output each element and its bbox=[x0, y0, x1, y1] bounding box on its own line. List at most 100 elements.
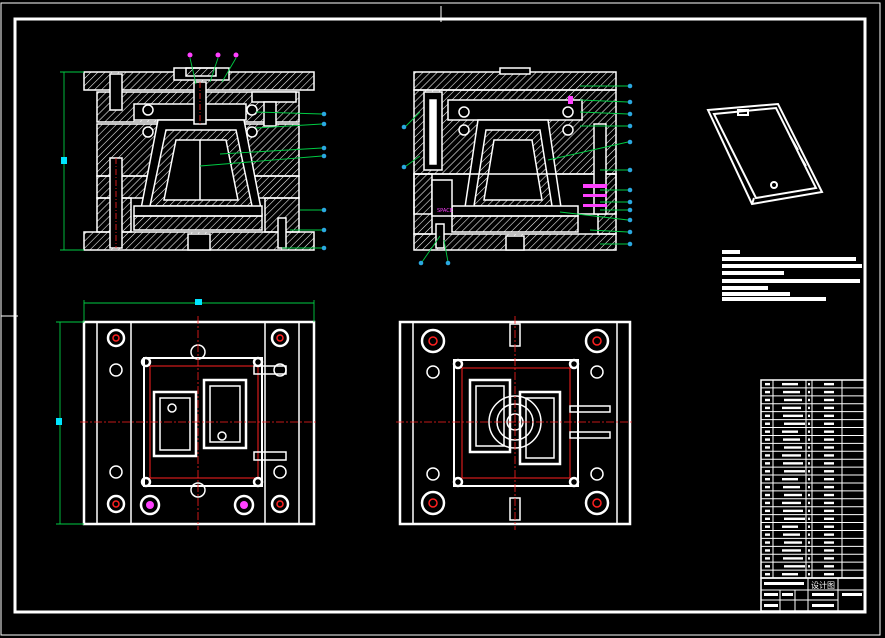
parts-list-cell bbox=[808, 549, 810, 552]
parts-list-cell bbox=[765, 446, 770, 449]
plan-left-centerlines bbox=[80, 316, 318, 530]
dim-marker bbox=[56, 418, 62, 425]
parts-list-cell bbox=[824, 382, 834, 386]
front-section-view bbox=[83, 67, 315, 251]
parts-list-cell bbox=[765, 549, 770, 552]
parts-list-cell bbox=[824, 438, 834, 441]
parts-list-cell bbox=[765, 525, 770, 528]
parts-list-cell bbox=[765, 422, 770, 425]
parts-list-cell bbox=[808, 478, 810, 481]
parts-list-cell bbox=[782, 454, 801, 457]
parts-list-cell bbox=[824, 573, 834, 576]
parts-list-cell bbox=[782, 525, 798, 528]
parts-list-cell bbox=[765, 470, 770, 473]
parts-list-cell bbox=[784, 470, 805, 473]
parts-list-cell bbox=[808, 525, 810, 528]
parts-list-cell bbox=[824, 478, 834, 481]
parts-list-cell bbox=[824, 533, 834, 536]
parts-list-cell bbox=[808, 438, 810, 441]
parts-list-cell bbox=[765, 501, 770, 505]
parts-list-cell bbox=[808, 533, 810, 536]
parts-list-cell bbox=[784, 446, 802, 449]
technical-notes bbox=[722, 250, 862, 301]
plan-right-centerlines bbox=[396, 316, 634, 530]
parts-list-cell bbox=[824, 398, 834, 402]
parts-list-cell bbox=[808, 485, 810, 489]
parts-list-cell bbox=[824, 485, 834, 489]
parts-list-cell bbox=[765, 493, 770, 497]
parts-list-cell bbox=[783, 557, 803, 560]
parts-list-cell bbox=[824, 470, 834, 473]
dim-marker bbox=[61, 157, 67, 164]
parts-list-cell bbox=[824, 565, 834, 568]
parts-list-cell bbox=[784, 517, 805, 520]
dim-marker bbox=[195, 299, 202, 305]
parts-list-cell bbox=[808, 390, 810, 394]
parts-list-cell bbox=[784, 398, 802, 402]
parts-list-cell bbox=[783, 390, 800, 394]
parts-list-cell bbox=[765, 406, 770, 410]
parts-list-cell bbox=[808, 406, 810, 410]
parts-list-cell bbox=[765, 565, 770, 568]
parts-list-cell bbox=[782, 501, 801, 505]
parts-list-cell bbox=[808, 565, 810, 568]
parts-list-cell bbox=[783, 438, 800, 441]
parts-list-cell bbox=[765, 462, 770, 465]
parts-list-cell bbox=[824, 390, 834, 394]
plan-left-dimensions bbox=[56, 300, 315, 525]
parts-list-cell bbox=[765, 557, 770, 560]
parts-list-cell bbox=[808, 509, 810, 513]
parts-list-cell bbox=[783, 414, 803, 418]
parts-list-cell bbox=[782, 573, 798, 576]
parts-list-cell bbox=[765, 454, 770, 457]
parts-list-cell bbox=[824, 493, 834, 497]
side-section-label: SPACE bbox=[437, 208, 453, 214]
parts-list-cell bbox=[824, 414, 834, 418]
plan-view-left bbox=[82, 320, 316, 526]
parts-list-cell bbox=[765, 438, 770, 441]
parts-list-cell bbox=[808, 422, 810, 425]
parts-list-cell bbox=[824, 446, 834, 449]
parts-list bbox=[760, 379, 866, 579]
parts-list-cell bbox=[808, 462, 810, 465]
side-leaders bbox=[405, 85, 629, 263]
parts-list-cell bbox=[808, 493, 810, 497]
parts-list-cell bbox=[783, 533, 800, 536]
parts-list-cell bbox=[824, 454, 834, 457]
title-block bbox=[760, 577, 866, 612]
parts-list-cell bbox=[808, 541, 810, 544]
parts-list-cell bbox=[783, 462, 803, 465]
parts-list-cell bbox=[765, 390, 770, 394]
parts-list-cell bbox=[783, 485, 800, 489]
parts-list-cell bbox=[808, 430, 810, 433]
parts-list-cell bbox=[808, 382, 810, 386]
parts-list-cell bbox=[765, 414, 770, 418]
parts-list-cell bbox=[808, 501, 810, 505]
parts-list-cell bbox=[824, 509, 834, 513]
front-balloons bbox=[187, 52, 327, 251]
parts-list-cell bbox=[783, 509, 803, 513]
parts-list-cell bbox=[782, 549, 801, 552]
parts-list-cell bbox=[824, 422, 834, 425]
side-markers bbox=[568, 96, 607, 207]
parts-list-cell bbox=[765, 517, 770, 520]
isometric-product bbox=[706, 102, 824, 206]
parts-list-cell bbox=[784, 541, 802, 544]
parts-list-cell bbox=[765, 398, 770, 402]
parts-list-cell bbox=[784, 565, 805, 568]
parts-list-cell bbox=[765, 509, 770, 513]
parts-list-cell bbox=[765, 533, 770, 536]
parts-list-cell bbox=[808, 573, 810, 576]
side-balloons bbox=[401, 83, 633, 266]
parts-list-cell bbox=[765, 541, 770, 544]
parts-list-cell bbox=[824, 501, 834, 505]
parts-list-cell bbox=[784, 422, 805, 425]
plan-view-right bbox=[398, 320, 632, 526]
plan-left-markers bbox=[146, 501, 248, 509]
parts-list-cell bbox=[808, 398, 810, 402]
parts-list-cell bbox=[824, 517, 834, 520]
parts-list-cell bbox=[808, 446, 810, 449]
parts-list-cell bbox=[824, 525, 834, 528]
parts-list-cell bbox=[765, 430, 770, 433]
